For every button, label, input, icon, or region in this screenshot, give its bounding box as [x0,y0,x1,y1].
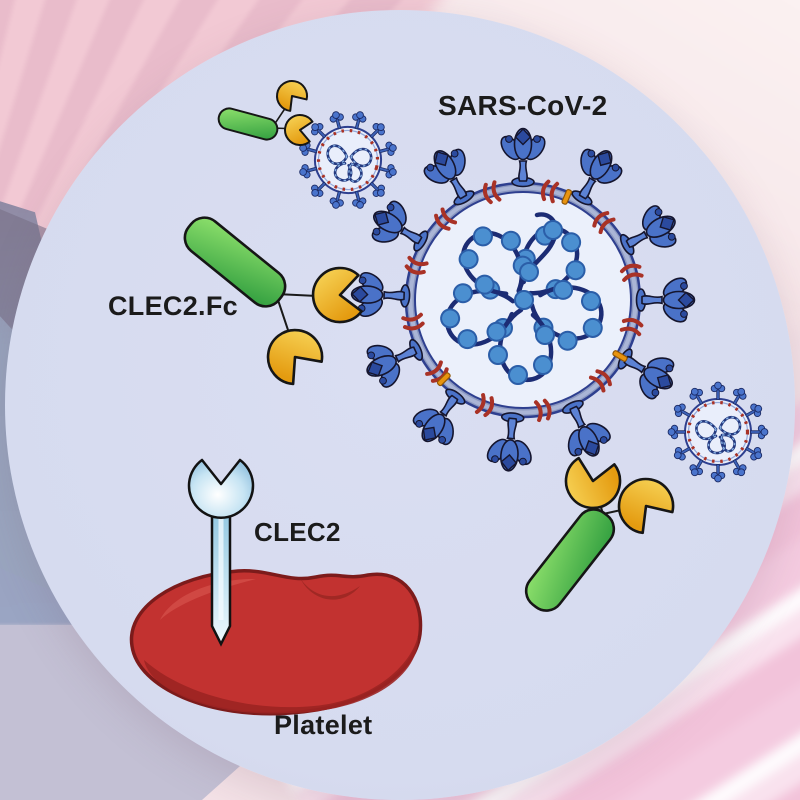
clec2-receptor [187,458,255,647]
clec2fc-virus-complex [215,74,409,221]
platelet-shape [129,569,423,716]
virus-label: SARS-CoV-2 [438,90,608,121]
sars-cov-2-virion-large [349,127,696,474]
rna-genome [433,212,613,384]
receptor-cup [187,458,255,519]
clec2fc-molecule-bottom-right [518,455,681,619]
platelet-label: Platelet [274,710,373,740]
receptor-label: CLEC2 [254,517,341,547]
fusion-protein-label: CLEC2.Fc [108,291,238,321]
sars-cov-2-virion-small-right [668,382,768,482]
clec2fc-molecule-top-left [215,74,315,148]
clec2fc-molecule-left [176,209,364,391]
platelet-body [129,569,423,716]
